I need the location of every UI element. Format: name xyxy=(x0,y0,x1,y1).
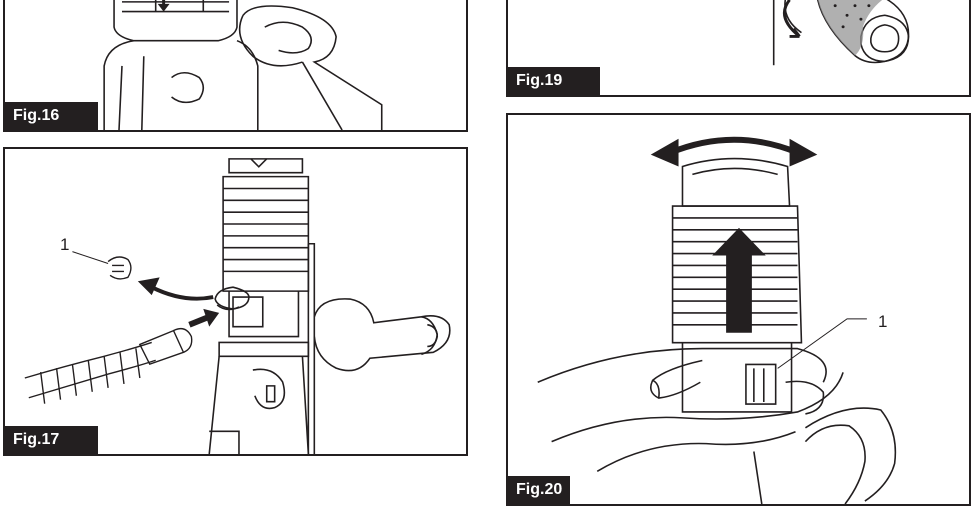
fig16-illustration xyxy=(103,0,383,130)
fig19-illustration xyxy=(772,0,910,66)
callout-number: 1 xyxy=(878,312,888,331)
callout-number: 1 xyxy=(60,235,70,254)
figure-label: Fig.17 xyxy=(5,426,98,454)
fig20-illustration xyxy=(537,136,897,504)
figure-16: Fig.16 xyxy=(3,0,468,132)
figure-label: Fig.16 xyxy=(5,102,98,130)
figure-19: Fig.19 xyxy=(506,0,971,97)
figure-label: Fig.19 xyxy=(508,67,600,95)
figure-17: 1 Fig.17 xyxy=(3,147,468,456)
figure-label: Fig.20 xyxy=(508,476,570,504)
fig17-illustration xyxy=(24,158,451,454)
figure-20: 1 Fig.20 xyxy=(506,113,971,506)
